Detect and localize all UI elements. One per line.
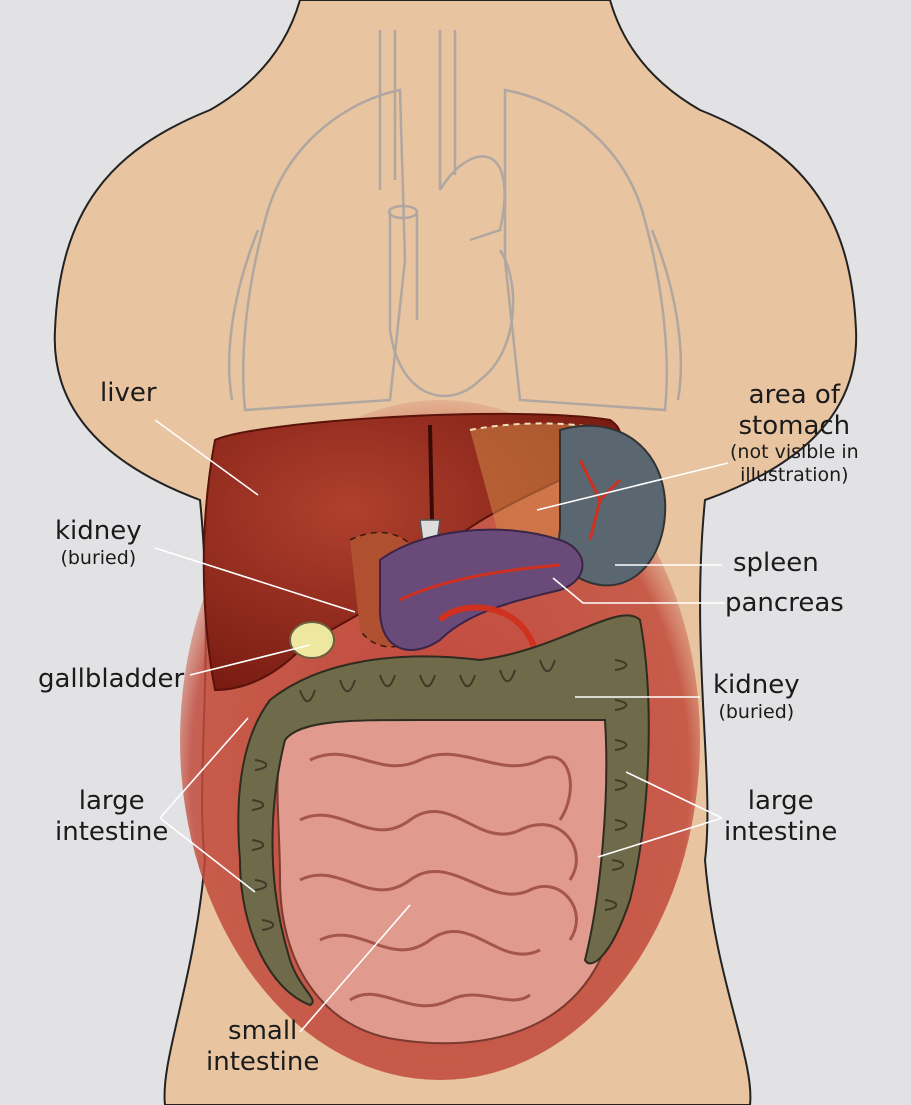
label-kidney-right: kidney (buried) [713,670,800,723]
small-intestine [278,690,626,1044]
label-large-intestine-left: large intestine [55,786,168,847]
label-pancreas: pancreas [725,588,844,619]
label-small-intestine: small intestine [206,1016,319,1077]
liver-ligament [430,425,432,520]
label-liver: liver [100,378,157,409]
gallbladder [290,622,334,658]
label-gallbladder: gallbladder [38,664,184,695]
label-large-intestine-right: large intestine [724,786,837,847]
label-kidney-left: kidney (buried) [55,516,142,569]
label-spleen: spleen [733,548,819,579]
label-stomach-area: area of stomach (not visible in illustra… [730,380,859,486]
